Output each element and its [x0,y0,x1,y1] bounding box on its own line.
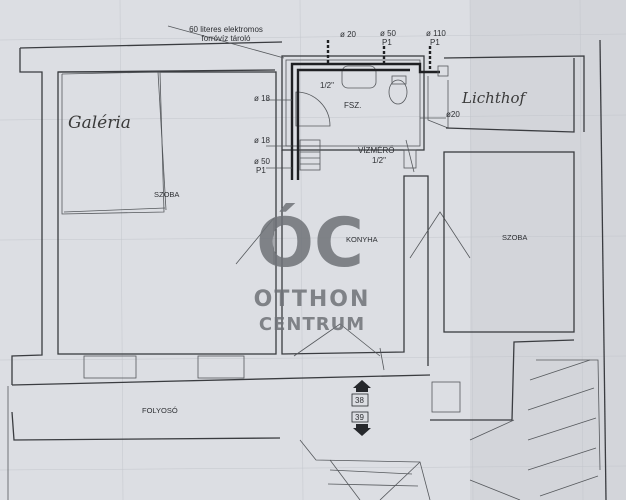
water-meter-size: 1/2" [372,156,386,165]
room-label-lichthof: Lichthof [461,89,528,107]
pipe-label-p1-top: P1 [382,38,392,47]
room-label-galeria: Galéria [68,113,131,133]
boiler-note-line1: 60 literes elektromos [189,25,263,34]
boiler-note-line2: forróvíz tároló [202,34,251,43]
arrow-down-icon [353,428,371,436]
water-meter-label: VÍZMÉRŐ [358,146,394,155]
pipe-label-d18-a: ø 18 [254,94,271,103]
watermark-line2: CENTRUM [259,314,365,335]
room-label-konyha: KONYHA [346,235,378,244]
room-label-fsz: FSZ. [344,101,361,110]
bathroom-box [281,55,425,171]
pipe-label-p1-left: P1 [256,166,266,175]
watermark-logo: ÓC [256,203,364,283]
galeria-room [57,71,277,355]
watermark: ÓC OTTHON CENTRUM [254,203,371,335]
stair-number-down: 39 [355,413,364,422]
room-label-szoba-left: SZOBA [154,190,179,199]
pipe-label-d50-top: ø 50 [380,29,397,38]
plumbing-pipes [167,25,449,180]
pipe-label-d20-right: ø20 [446,110,460,119]
arrow-up-icon [353,380,371,388]
pipe-label-d20-top: ø 20 [340,30,357,39]
konyha-room [235,150,471,371]
pipe-label-d110: ø 110 [426,29,446,38]
pipe-label-half-inch: 1/2" [320,81,334,90]
room-label-folyoso: FOLYOSÓ [142,406,178,415]
pipe-label-d50-left: ø 50 [254,157,271,166]
szoba-right-room [430,151,601,497]
pipe-label-d18-b: ø 18 [254,136,271,145]
stair-number-up: 38 [355,396,364,405]
room-label-szoba-right: SZOBA [502,233,527,242]
lichthof-area [427,58,575,133]
pipe-label-p1-top-right: P1 [430,38,440,47]
watermark-line1: OTTHON [254,287,371,312]
corridor [83,355,521,500]
stairs-indicator [351,380,371,436]
